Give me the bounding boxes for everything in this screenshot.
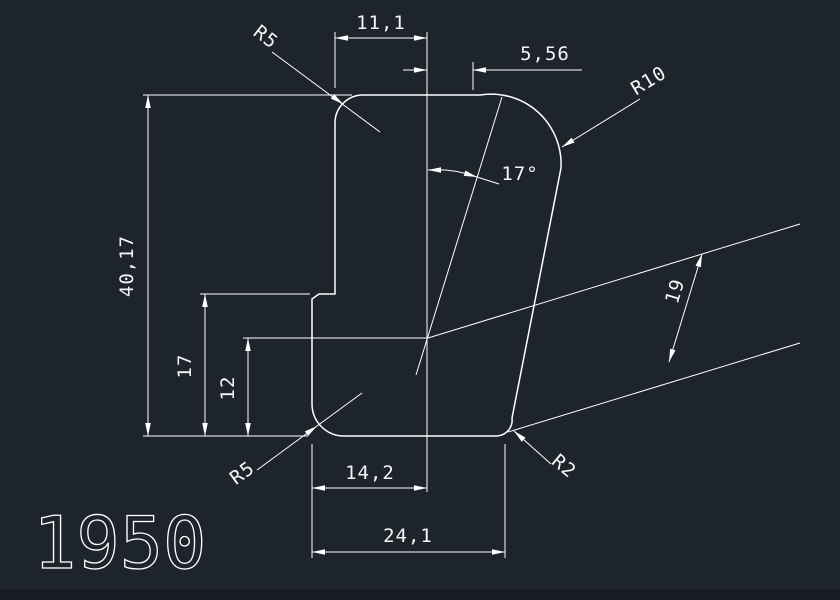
dim-angle[interactable]: 17° bbox=[427, 163, 539, 185]
arrowhead bbox=[473, 67, 486, 73]
arrowhead bbox=[202, 294, 208, 307]
dim-bottom-overall-width[interactable]: 24,1 bbox=[312, 444, 506, 558]
center-line bbox=[415, 96, 503, 376]
arrowhead bbox=[312, 549, 325, 555]
leader-line bbox=[271, 51, 381, 133]
arrowhead bbox=[414, 35, 427, 41]
arrowhead bbox=[669, 348, 676, 362]
dim-line bbox=[476, 176, 500, 185]
arrowhead bbox=[335, 35, 348, 41]
dim-step-height[interactable]: 17 bbox=[174, 293, 310, 436]
dim-overall-height[interactable]: 40,17 bbox=[116, 94, 352, 437]
dim-top-width[interactable]: 11,1 bbox=[334, 12, 427, 88]
dim-center-height[interactable]: 12 bbox=[217, 337, 427, 436]
arrowhead bbox=[414, 67, 427, 73]
ext-line bbox=[507, 342, 801, 433]
dim-text-overall-height: 40,17 bbox=[116, 235, 138, 297]
arrowhead bbox=[463, 170, 477, 177]
bottom-edge-strip bbox=[0, 589, 840, 600]
arrowhead bbox=[492, 549, 505, 555]
arrowhead bbox=[304, 426, 317, 436]
arrowhead bbox=[202, 423, 208, 436]
arrowhead bbox=[695, 254, 702, 268]
dim-bottom-inner-width[interactable]: 14,2 bbox=[311, 444, 427, 558]
dim-text-center-height: 12 bbox=[217, 376, 239, 401]
arrowhead bbox=[312, 485, 325, 491]
arrowhead bbox=[330, 94, 343, 104]
arrowhead bbox=[245, 338, 251, 351]
dim-text-bottom-inner-width: 14,2 bbox=[345, 462, 395, 484]
arrowhead bbox=[428, 167, 441, 173]
arrowhead bbox=[414, 485, 427, 491]
arrowhead bbox=[245, 423, 251, 436]
dim-text-top-offset: 5,56 bbox=[520, 43, 570, 65]
dim-text-angle: 17° bbox=[501, 163, 538, 185]
dim-top-offset[interactable]: 5,56 bbox=[403, 43, 582, 90]
profile-outline[interactable] bbox=[311, 93, 562, 437]
arrowhead bbox=[145, 95, 151, 108]
arrowhead bbox=[514, 431, 526, 442]
dim-text-step-height: 17 bbox=[174, 354, 196, 379]
leader-line bbox=[561, 98, 641, 148]
profile-path bbox=[311, 93, 562, 437]
arrowhead bbox=[562, 137, 575, 147]
dim-text-bottom-overall-width: 24,1 bbox=[383, 525, 433, 547]
dim-line bbox=[668, 253, 703, 363]
arrowhead bbox=[145, 423, 151, 436]
centerline-tilted[interactable] bbox=[415, 96, 503, 376]
dim-text-top-width: 11,1 bbox=[356, 12, 406, 34]
part-number-text[interactable]: 1950 bbox=[32, 500, 207, 585]
ext-line bbox=[427, 223, 801, 339]
